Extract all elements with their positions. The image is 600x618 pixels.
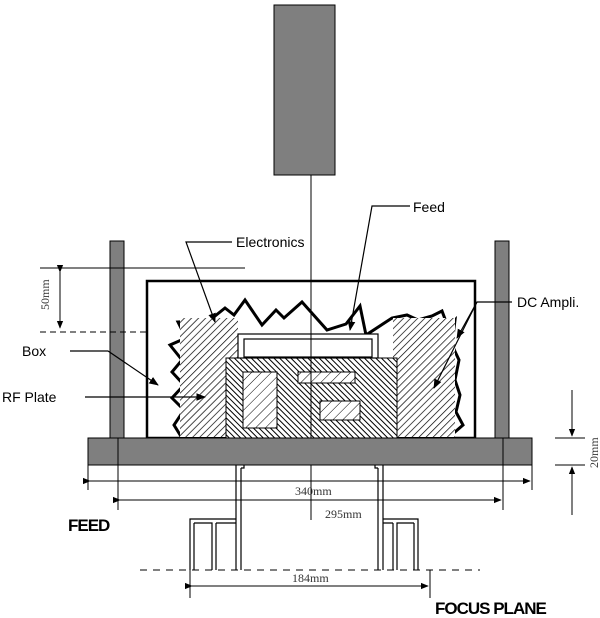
leader-dc-ampli-2 xyxy=(433,301,478,389)
component-2 xyxy=(297,371,356,384)
label-focus-plane: FOCUS PLANE xyxy=(435,599,547,618)
leader-electronics xyxy=(185,241,232,323)
component-1 xyxy=(242,371,278,429)
mast xyxy=(273,4,336,176)
dim-50: 50mm xyxy=(38,279,52,310)
dim-184: 184mm xyxy=(292,571,329,585)
label-feed-caps: FEED xyxy=(68,516,110,535)
dim-340: 340mm xyxy=(295,484,332,498)
base-plate xyxy=(87,437,533,466)
label-electronics: Electronics xyxy=(236,234,304,250)
label-rf-plate: RF Plate xyxy=(2,389,57,405)
leader-feed xyxy=(347,205,410,331)
left-post xyxy=(109,240,125,439)
label-feed: Feed xyxy=(413,199,445,215)
right-post xyxy=(494,240,510,439)
feed-horn-left xyxy=(189,465,245,570)
dc-ampli-hatch xyxy=(393,318,455,437)
label-box: Box xyxy=(22,343,46,359)
dim-20: 20mm xyxy=(587,437,600,468)
component-3 xyxy=(319,400,361,421)
leader-box xyxy=(70,350,159,386)
feed-horn-right xyxy=(374,465,419,570)
label-dc-ampli: DC Ampli. xyxy=(517,294,579,310)
dim-295: 295mm xyxy=(325,507,362,521)
feed-plate-inner xyxy=(243,338,373,358)
